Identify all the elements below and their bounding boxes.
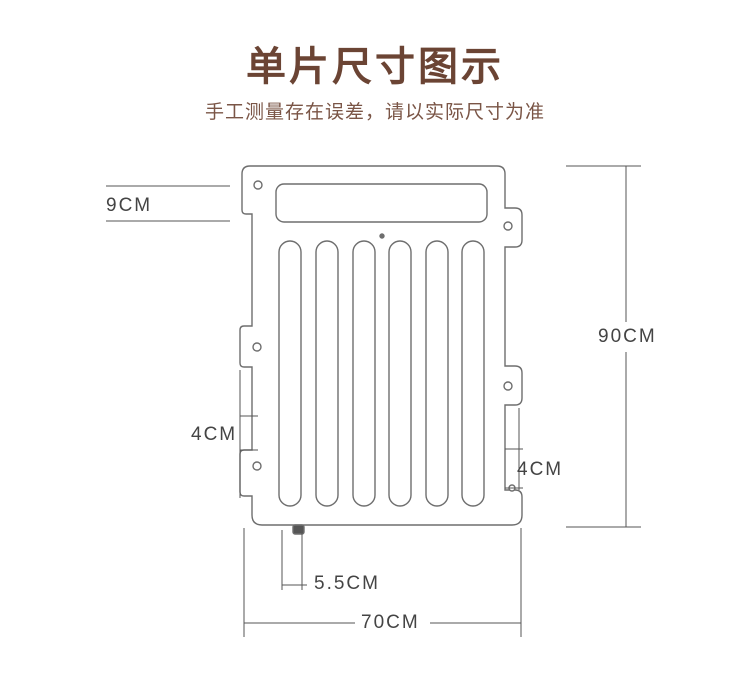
dim-label-bottom-leg: 5.5CM — [314, 573, 380, 594]
vertical-slot — [461, 240, 485, 507]
vertical-slot — [425, 240, 449, 507]
dim-label-total-width: 70CM — [361, 612, 420, 633]
vertical-slot — [278, 240, 302, 507]
dim-label-top-slot: 9CM — [106, 195, 153, 216]
dim-label-total-height: 90CM — [598, 326, 657, 347]
vertical-slot — [352, 240, 376, 507]
bolt-hole — [503, 381, 513, 391]
dimension-lines — [106, 165, 641, 637]
bottom-leg — [292, 524, 305, 535]
bolt-hole — [252, 461, 262, 471]
panel-drawing — [239, 165, 523, 535]
bolt-hole — [252, 342, 262, 352]
vertical-slot — [388, 240, 412, 507]
dim-label-right-tab: 4CM — [517, 459, 564, 480]
page-title: 单片尺寸图示 — [246, 44, 504, 90]
top-handle-slot — [275, 183, 488, 223]
page-subtitle: 手工测量存在误差，请以实际尺寸为准 — [204, 101, 545, 123]
dim-label-left-tab: 4CM — [191, 424, 238, 445]
vertical-slot — [315, 240, 339, 507]
center-dot — [379, 233, 385, 239]
panel-outline — [239, 165, 523, 526]
bolt-hole — [253, 180, 263, 190]
bolt-hole — [503, 221, 513, 231]
